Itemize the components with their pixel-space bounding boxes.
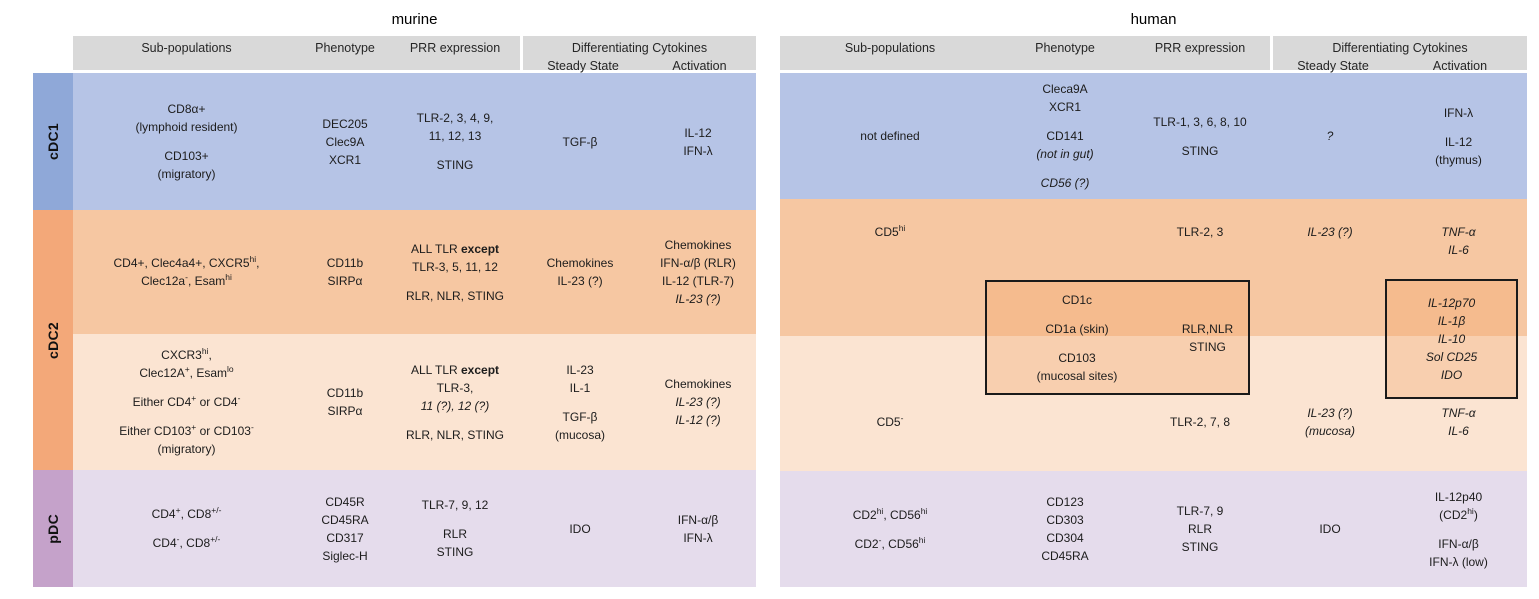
murine-header-prr-expression: PRR expression xyxy=(390,36,520,73)
human-header-activation: Activation xyxy=(1432,59,1488,73)
human-header-phenotype: Phenotype xyxy=(1000,36,1130,73)
human-cdc2a-subpopulations-cell: CD5hi xyxy=(780,199,1000,336)
human-cdc2a-steady-state-cell: IL-23 (?) xyxy=(1270,199,1390,336)
murine-cdc2a-subpopulations-cell: CD4+, Clec4a4+, CXCR5hi,Clec12a-, Esamhi xyxy=(73,210,300,334)
murine-table: Sub-populations Phenotype PRR expression… xyxy=(33,36,756,587)
human-cdc2b-phenotype-cell xyxy=(1000,336,1130,471)
murine-header-cytokines-subrow: Steady State Activation xyxy=(523,57,756,75)
human-cdc2b-steady-state-cell: IL-23 (?)(mucosa) xyxy=(1270,336,1390,471)
murine-row-label-pdc: pDC xyxy=(33,470,73,587)
murine-cdc1-subpopulations-cell: CD8α+(lymphoid resident)CD103+(migratory… xyxy=(73,73,300,210)
human-header-cytokines-subrow: Steady State Activation xyxy=(1273,57,1527,75)
murine-row-label-cdc2: cDC2 xyxy=(33,210,73,470)
human-cdc2b-subpopulations-cell: CD5- xyxy=(780,336,1000,471)
murine-header-steady-state: Steady State xyxy=(547,59,619,73)
human-header-differentiating-cytokines: Differentiating Cytokines Steady State A… xyxy=(1270,36,1527,73)
murine-header-cytokines-title: Differentiating Cytokines xyxy=(571,41,708,55)
murine-pdc-steady-state-cell: IDO xyxy=(520,470,640,587)
murine-header-phenotype: Phenotype xyxy=(300,36,390,73)
human-table: Sub-populations Phenotype PRR expression… xyxy=(780,36,1527,587)
murine-header-subpopulations: Sub-populations xyxy=(73,36,300,73)
human-cdc2a-phenotype-cell xyxy=(1000,199,1130,336)
murine-header-differentiating-cytokines: Differentiating Cytokines Steady State A… xyxy=(520,36,756,73)
human-cdc2b-prr-cell: TLR-2, 7, 8 xyxy=(1130,336,1270,471)
human-table-title: human xyxy=(1130,10,1177,28)
human-cdc2a-prr-cell: TLR-2, 3 xyxy=(1130,199,1270,336)
murine-row-label-cdc1: cDC1 xyxy=(33,73,73,210)
murine-cdc1-steady-state-cell: TGF-β xyxy=(520,73,640,210)
murine-table-title: murine xyxy=(391,10,438,28)
human-pdc-steady-state-cell: IDO xyxy=(1270,471,1390,587)
human-header-cytokines-title: Differentiating Cytokines xyxy=(1332,41,1468,55)
human-cdc1-steady-state-cell: ? xyxy=(1270,73,1390,199)
human-cdc1-subpopulations-cell: not defined xyxy=(780,73,1000,199)
human-header-steady-state: Steady State xyxy=(1297,59,1369,73)
human-header-subpopulations: Sub-populations xyxy=(780,36,1000,73)
murine-header-activation: Activation xyxy=(672,59,727,73)
human-header-prr-expression: PRR expression xyxy=(1130,36,1270,73)
murine-pdc-subpopulations-cell: CD4+, CD8+/-CD4-, CD8+/- xyxy=(73,470,300,587)
